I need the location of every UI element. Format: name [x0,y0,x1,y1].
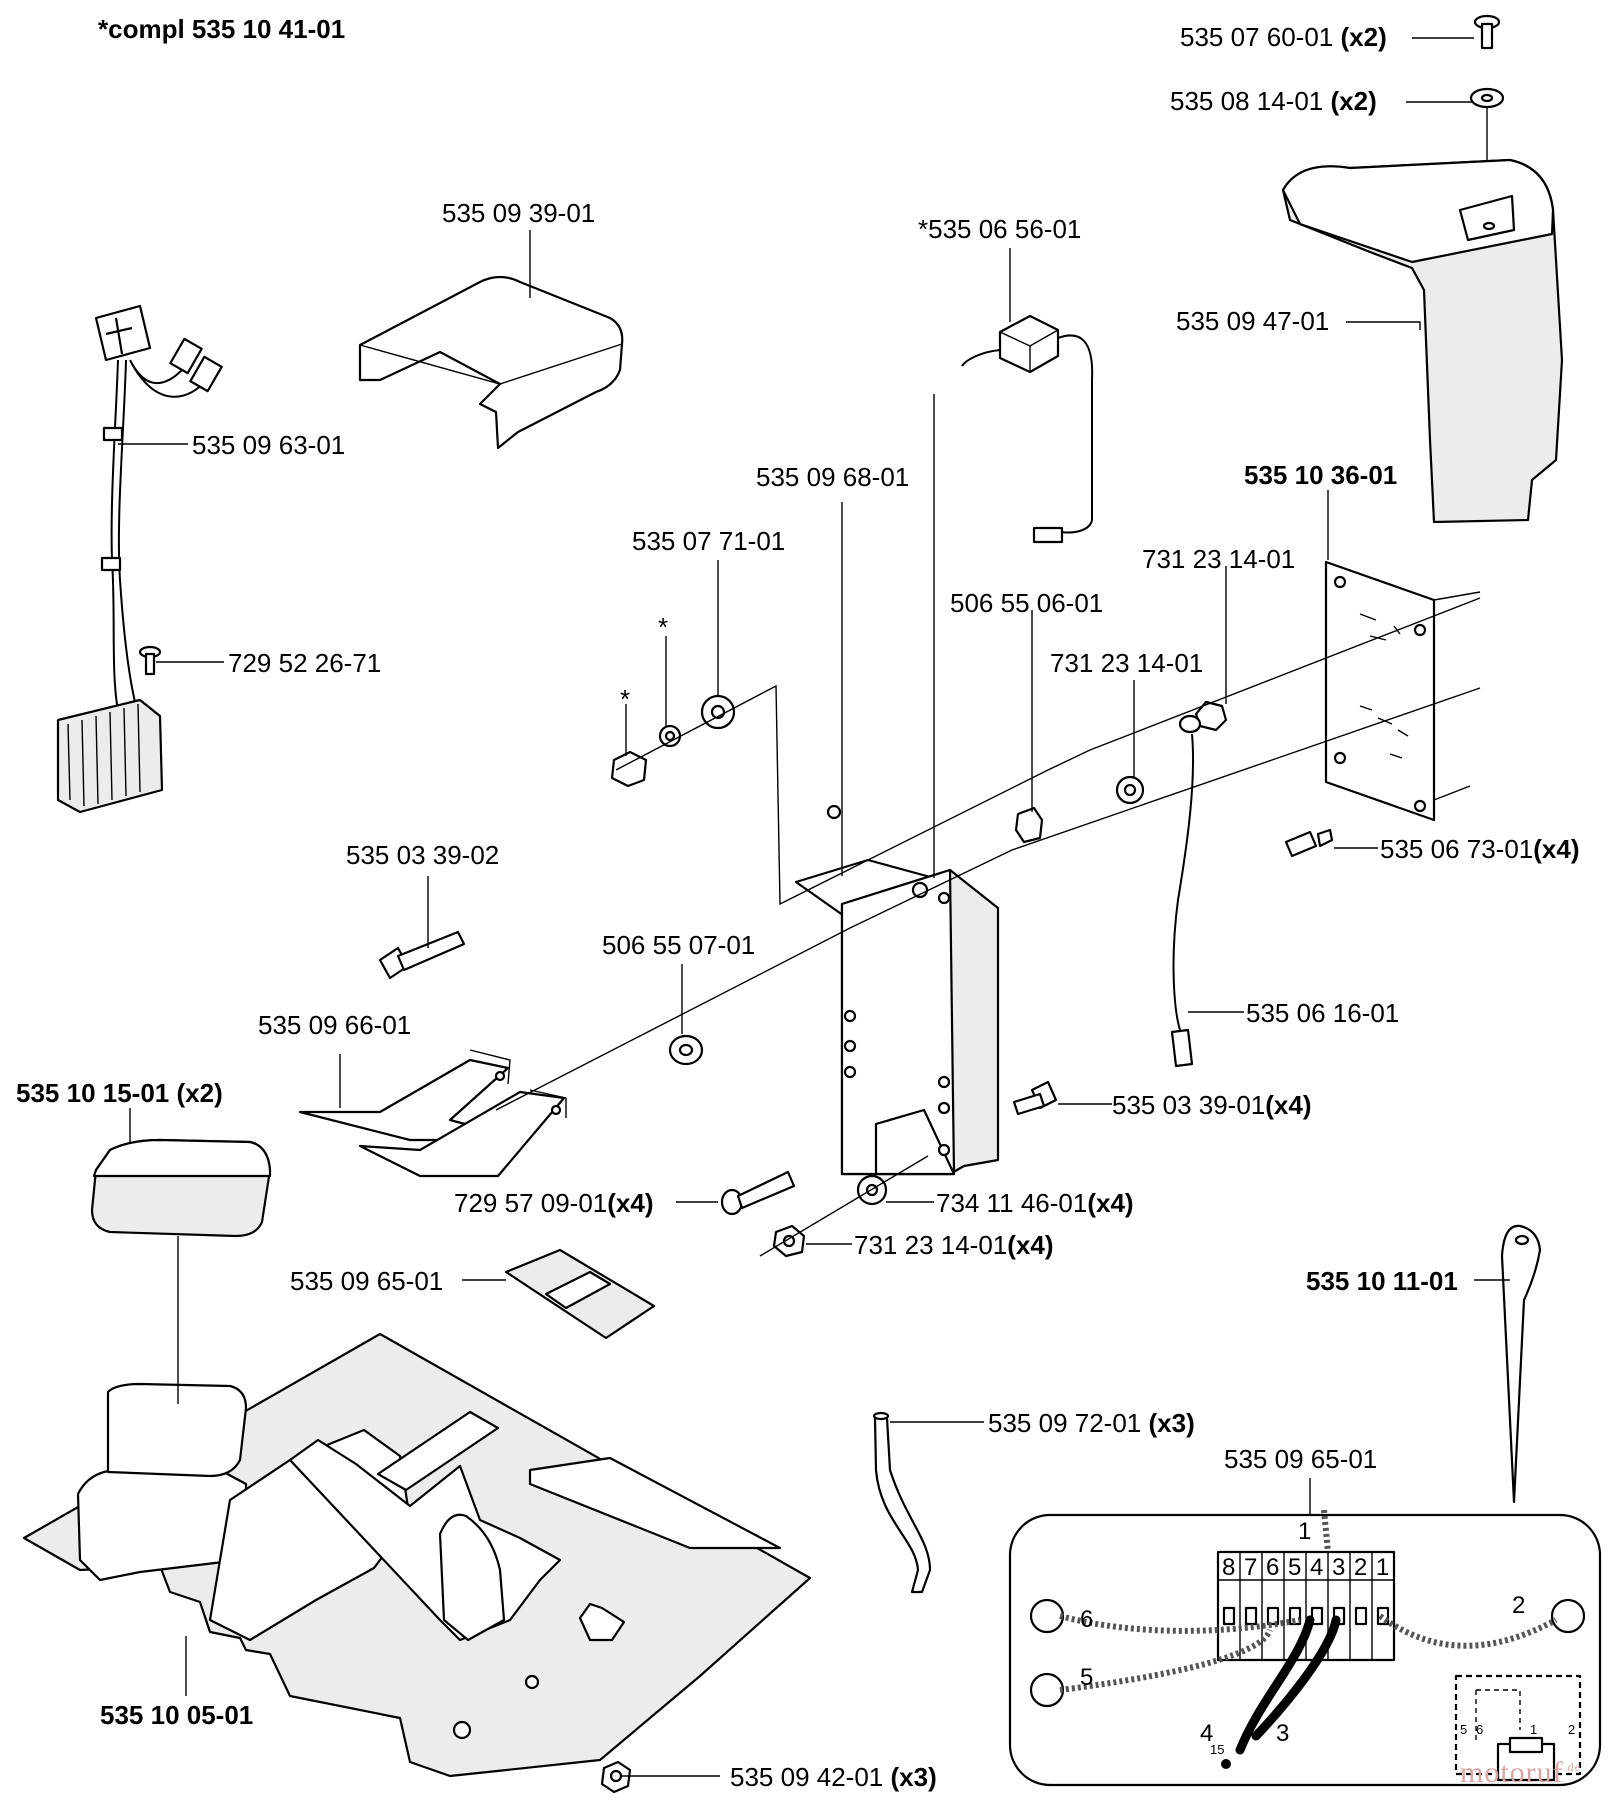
screw-side-part [1012,1080,1058,1116]
cover-top-part [1281,158,1564,524]
label-board: 535 10 36-01 [1244,460,1398,490]
label-bracket: 535 09 68-01 [756,462,910,492]
label-foot: 535 10 15-01 (x2) [16,1078,223,1108]
switch-part [961,314,1094,544]
label-plate-part [504,1248,656,1340]
label-screw-harness: 729 52 26-71 [228,648,382,678]
wire-3: 3 [1276,1720,1290,1747]
label-label-plate: 535 09 65-01 [290,1266,444,1296]
connector-5: 5 [1460,1722,1468,1737]
lid-part [358,275,624,450]
label-washer-low: 734 11 46-01(x4) [936,1188,1134,1218]
base-part [22,1332,812,1778]
label-base: 535 10 05-01 [100,1700,254,1730]
wire-2: 2 [1512,1592,1526,1619]
label-peg: 535 10 11-01 [1306,1266,1458,1296]
label-star-nut: * [620,684,631,714]
screw-long-part [720,1170,796,1216]
connector-1: 1 [1530,1722,1538,1737]
label-ground-wire: 535 06 16-01 [1246,998,1400,1028]
wire-4: 4 [1200,1720,1214,1747]
label-screw-top: 535 07 60-01 (x2) [1180,22,1387,52]
label-terminal-detail: 535 09 65-01 [1224,1444,1378,1474]
terminal-slot-4: 4 [1310,1554,1324,1581]
label-standoff: 535 06 73-01(x4) [1380,834,1580,864]
screw-harness-part [138,645,162,676]
label-grommet: 535 09 42-01 (x3) [730,1762,937,1792]
label-cover-top: 535 09 47-01 [1176,306,1330,336]
label-nut-b: 731 23 14-01 [1050,648,1204,678]
harness-part [56,304,223,814]
label-screw-long: 729 57 09-01(x4) [454,1188,654,1218]
terminal-slot-6: 6 [1266,1554,1280,1581]
label-star-washer: * [658,612,669,642]
label-clip: 535 09 66-01 [258,1010,412,1040]
terminal-detail-box [1008,1509,1602,1787]
label-bush-b: 506 55 07-01 [602,930,756,960]
terminal-slot-5: 5 [1288,1554,1302,1581]
leader-lines [118,37,1510,1777]
terminal-slot-2: 2 [1354,1554,1368,1581]
wire-6: 6 [1080,1606,1094,1633]
ground-wire-part [1170,714,1202,1068]
nut-low-part [772,1224,806,1258]
connector-2: 2 [1568,1722,1576,1737]
connector-6: 6 [1476,1722,1484,1737]
terminal-slot-7: 7 [1244,1554,1258,1581]
label-spacer: 535 07 71-01 [632,526,786,556]
label-nut-a: 731 23 14-01 [1142,544,1296,574]
grommet-part [600,1760,632,1794]
label-bush-a: 506 55 06-01 [950,588,1104,618]
screw-top-part [1473,14,1501,50]
label-nut-low: 731 23 14-01(x4) [854,1230,1054,1260]
washer-top-part [1469,87,1505,109]
assembly-title: *compl 535 10 41-01 [98,14,346,44]
bracket-part [794,804,1000,1176]
wire-1: 1 [1298,1518,1312,1545]
bush-b-part [668,1034,704,1066]
peg-part [1500,1224,1542,1504]
terminal-slot-1: 1 [1376,1554,1390,1581]
clip-part [298,1049,567,1178]
label-harness: 535 09 63-01 [192,430,346,460]
label-lid: 535 09 39-01 [442,198,596,228]
terminal-slot-8: 8 [1222,1554,1236,1581]
board-part [1324,560,1481,822]
terminal-slot-3: 3 [1332,1554,1346,1581]
label-switch: *535 06 56-01 [918,214,1082,244]
bolt-part [378,930,466,980]
tube-part [872,1411,932,1594]
label-washer-top: 535 08 14-01 (x2) [1170,86,1377,116]
pin-15: 15 [1210,1742,1225,1757]
wire-5: 5 [1080,1664,1094,1691]
watermark: motoruf.de [1460,1756,1581,1789]
label-tube: 535 09 72-01 (x3) [988,1408,1195,1438]
label-bolt: 535 03 39-02 [346,840,500,870]
foot-part [90,1138,272,1238]
label-screw-side: 535 03 39-01(x4) [1112,1090,1312,1120]
